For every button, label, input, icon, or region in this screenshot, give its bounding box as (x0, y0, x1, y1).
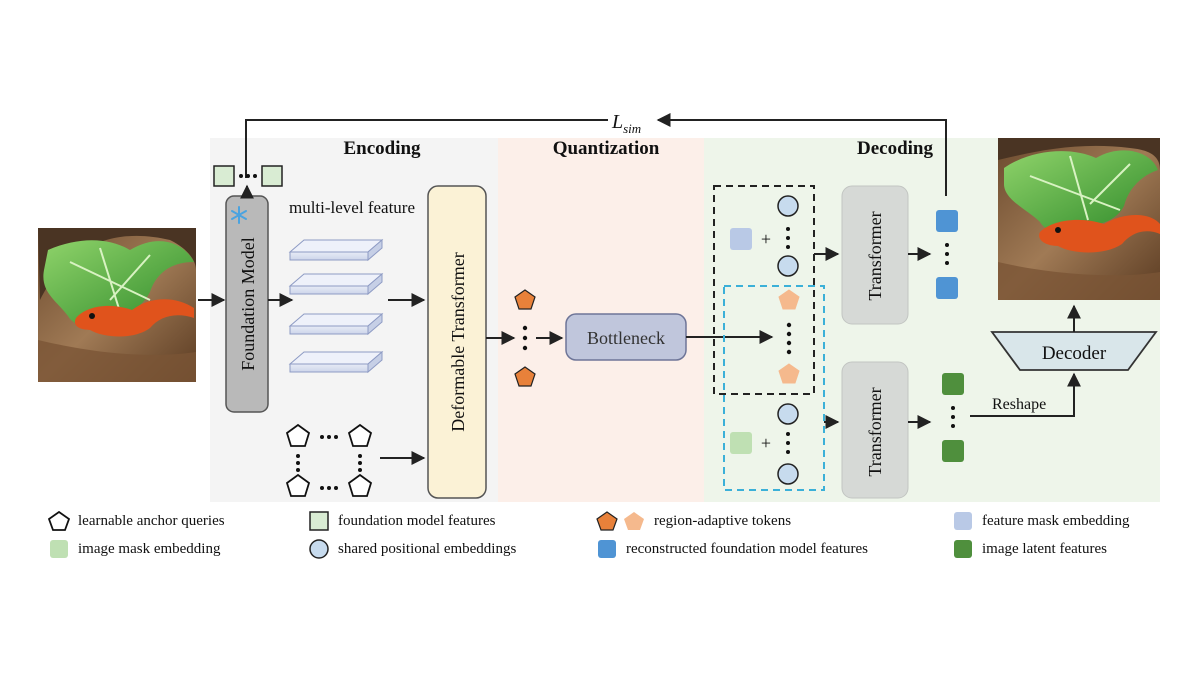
snowflake-icon (231, 206, 247, 224)
legend-recon-square-icon (598, 540, 616, 558)
latent-feature-square (942, 440, 964, 462)
legend: learnable anchor queries foundation mode… (0, 505, 1200, 575)
arrow-reshape-to-decoder (970, 372, 1081, 417)
legend-item-tokens: region-adaptive tokens (596, 511, 791, 531)
anchor-query-pentagon (347, 473, 373, 497)
lsim-loop-line-left (245, 119, 608, 178)
transformer-top-label: Transformer (865, 211, 885, 300)
feature-query-group (713, 185, 815, 395)
legend-item-imask: image mask embedding (48, 539, 220, 559)
legend-item-latent: image latent features (952, 539, 1107, 559)
foundation-model-label: Foundation Model (238, 237, 258, 371)
fm-feature-dot (253, 174, 257, 178)
legend-item-anchor: learnable anchor queries (48, 511, 225, 531)
legend-orange-pentagons-icon (596, 511, 644, 531)
legend-feature-mask-icon (954, 512, 972, 530)
latent-feature-dots (951, 406, 955, 428)
legend-label: learnable anchor queries (78, 512, 225, 529)
pos-embedding-circle (777, 403, 799, 425)
legend-item-fmask: feature mask embedding (952, 511, 1129, 531)
region-token-top (514, 289, 536, 310)
transformer-bottom-label: Transformer (865, 387, 885, 476)
legend-circle-icon (309, 539, 329, 559)
feature-slab (288, 350, 384, 374)
deformable-transformer-block (427, 185, 487, 499)
anchor-query-grid (285, 423, 373, 497)
lsim-label: Lsim (611, 111, 641, 136)
pos-embedding-dots (786, 227, 790, 249)
image-mask-embedding (730, 432, 752, 454)
reconstructed-feature-square (936, 210, 958, 232)
feature-slab (288, 272, 384, 296)
fm-feature-square-right (261, 165, 283, 187)
legend-pentagon-icon (48, 511, 70, 531)
region-token-shared-bottom (778, 363, 800, 384)
legend-label: image latent features (982, 540, 1107, 557)
deformable-transformer-label: Deformable Transformer (448, 252, 468, 431)
output-image (998, 138, 1160, 300)
lsim-loop-line-right (656, 113, 947, 196)
fm-feature-dot (246, 174, 250, 178)
legend-label: image mask embedding (78, 540, 221, 557)
plus-sign-top: + (761, 229, 771, 249)
section-title-decoding: Decoding (857, 138, 934, 159)
pos-embedding-circle (777, 463, 799, 485)
shared-token-dots (786, 322, 792, 355)
legend-green-square-icon (309, 511, 329, 531)
feature-mask-embedding (730, 228, 752, 250)
anchor-query-pentagon (347, 423, 373, 447)
legend-label: reconstructed foundation model features (626, 540, 868, 557)
image-query-group (723, 285, 825, 491)
bottleneck-label: Bottleneck (587, 328, 665, 348)
multi-level-feature-stack (288, 238, 384, 374)
input-image (38, 228, 196, 382)
legend-item-fm: foundation model features (308, 511, 495, 531)
multi-level-feature-label: multi-level feature (289, 198, 415, 217)
latent-feature-square (942, 373, 964, 395)
anchor-grid-dots (296, 435, 362, 490)
decoder-block (990, 331, 1158, 371)
region-token-shared-top (778, 289, 800, 310)
reshape-label: Reshape (992, 396, 1046, 413)
feature-slab (288, 238, 384, 262)
pos-embedding-dots (786, 432, 790, 454)
decoder-label: Decoder (1042, 343, 1107, 364)
legend-label: feature mask embedding (982, 512, 1130, 529)
legend-label: region-adaptive tokens (654, 512, 792, 529)
reconstructed-feature-dots (945, 243, 949, 265)
legend-item-pos: shared positional embeddings (308, 539, 516, 559)
region-token-bottom (514, 366, 536, 387)
region-token-dots (522, 325, 528, 351)
anchor-query-pentagon (285, 423, 311, 447)
legend-image-mask-icon (50, 540, 68, 558)
feature-slab (288, 312, 384, 336)
pos-embedding-circle (777, 195, 799, 217)
legend-item-recon: reconstructed foundation model features (596, 539, 868, 559)
fm-feature-square-left (213, 165, 235, 187)
transformer-bottom-block (841, 361, 909, 499)
legend-label: foundation model features (338, 512, 496, 529)
section-title-quantization: Quantization (553, 138, 660, 159)
reconstructed-feature-square (936, 277, 958, 299)
plus-sign-bottom: + (761, 433, 771, 453)
pos-embedding-circle (777, 255, 799, 277)
section-title-encoding: Encoding (343, 138, 421, 159)
legend-label: shared positional embeddings (338, 540, 517, 557)
fm-feature-dot (239, 174, 243, 178)
anchor-query-pentagon (285, 473, 311, 497)
legend-latent-square-icon (954, 540, 972, 558)
